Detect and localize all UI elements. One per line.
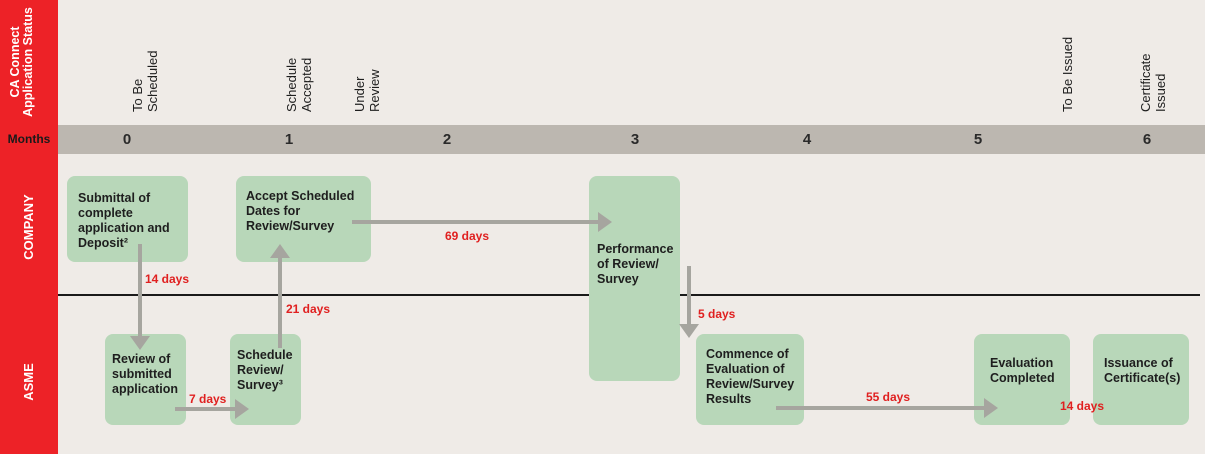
months-label: Months [7, 132, 51, 146]
step-review-application: Review of submitted application [105, 334, 186, 425]
months-bar [0, 125, 1205, 154]
arrowhead-commence-to-evaluation [984, 398, 998, 418]
duration-55-days: 55 days [866, 390, 911, 404]
arrow-commence-to-evaluation [776, 406, 984, 410]
arrowhead-schedule-to-accept [270, 244, 290, 258]
step-accept-dates: Accept Scheduled Dates for Review/Survey [236, 176, 371, 262]
duration-7-days: 7 days [189, 392, 227, 406]
months-label-box [0, 125, 58, 154]
step-issuance: Issuance of Certificate(s) [1093, 334, 1189, 425]
arrow-accept-to-performance [352, 220, 598, 224]
arrowhead-performance-to-commence [679, 324, 699, 338]
duration-69-days: 69 days [445, 229, 490, 243]
arrow-schedule-to-accept [278, 258, 282, 348]
step-performance: Performance of Review/ Survey [589, 176, 680, 381]
arrow-review-to-schedule [175, 407, 235, 411]
duration-21-days: 21 days [286, 302, 331, 316]
month-2: 2 [442, 131, 452, 148]
month-0: 0 [122, 131, 132, 148]
month-6: 6 [1142, 131, 1152, 148]
duration-14-days-a: 14 days [145, 272, 190, 286]
month-5: 5 [973, 131, 983, 148]
month-3: 3 [630, 131, 640, 148]
duration-14-days-b: 14 days [1060, 399, 1105, 413]
arrowhead-submittal-to-review [130, 336, 150, 350]
month-4: 4 [802, 131, 812, 148]
arrowhead-accept-to-performance [598, 212, 612, 232]
step-submittal: Submittal of complete application and De… [67, 176, 188, 262]
arrowhead-review-to-schedule [235, 399, 249, 419]
duration-5-days: 5 days [698, 307, 736, 321]
month-1: 1 [284, 131, 294, 148]
arrow-submittal-to-review [138, 244, 142, 336]
sidebar [0, 0, 58, 454]
arrow-performance-to-commence [687, 266, 691, 324]
